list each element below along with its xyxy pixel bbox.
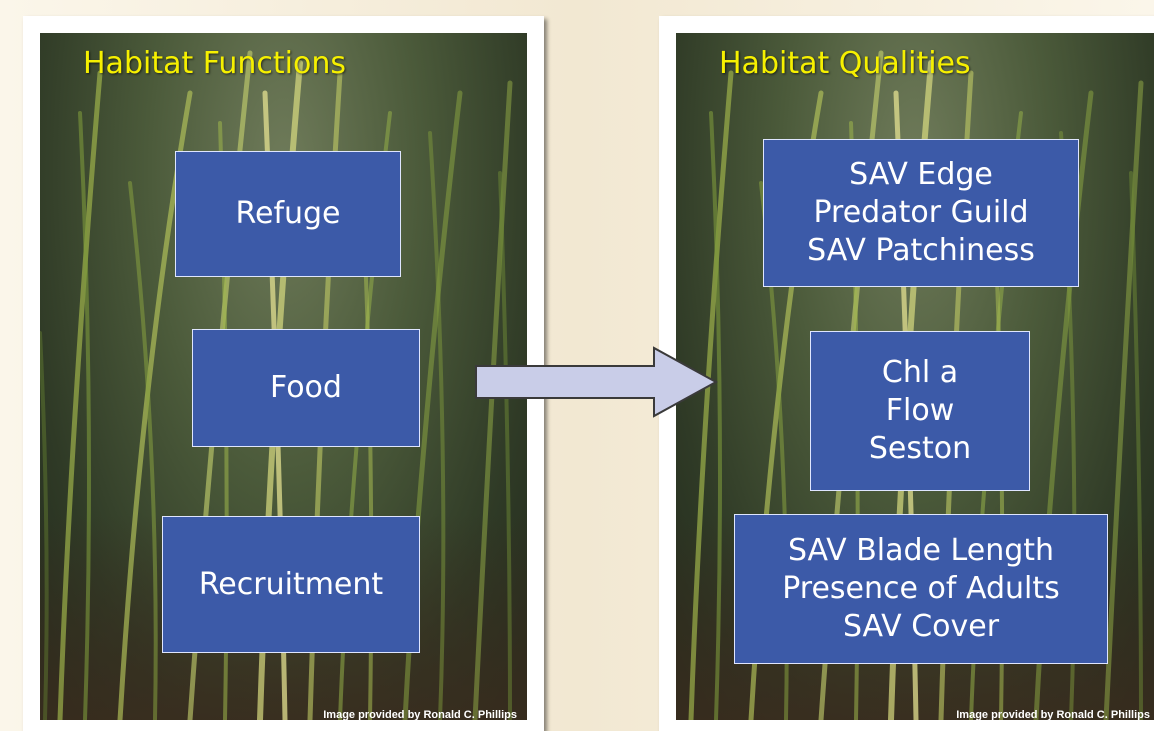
seston-line: Seston <box>868 431 972 466</box>
refuge-label: Refuge <box>235 196 341 231</box>
sav-blade-length-line: SAV Blade Length <box>787 533 1055 568</box>
presence-of-adults-line: Presence of Adults <box>782 571 1060 606</box>
arrow-shape <box>475 346 718 418</box>
photo-credit-right: Image provided by Ronald C. Phillips <box>956 709 1150 721</box>
habitat-functions-panel: Habitat Functions Refuge Food Recruitmen… <box>23 16 544 731</box>
recruitment-box: Recruitment <box>162 516 420 653</box>
photo-credit-left: Image provided by Ronald C. Phillips <box>323 709 517 721</box>
food-box: Food <box>192 329 420 447</box>
chl-a-line: Chl a <box>881 355 959 390</box>
sav-edge-line: SAV Edge <box>849 157 993 192</box>
refuge-box: Refuge <box>175 151 401 277</box>
predator-guild-line: Predator Guild <box>813 195 1029 230</box>
sav-cover-line: SAV Cover <box>842 609 1000 644</box>
chl-flow-seston-box: Chl a Flow Seston <box>810 331 1030 491</box>
food-label: Food <box>270 370 342 405</box>
right-arrow-connector <box>475 346 718 418</box>
recruitment-label: Recruitment <box>198 566 384 602</box>
habitat-qualities-title: Habitat Qualities <box>719 46 971 81</box>
flow-line: Flow <box>885 393 955 428</box>
sav-edge-box: SAV Edge Predator Guild SAV Patchiness <box>763 139 1079 287</box>
sav-blade-length-box: SAV Blade Length Presence of Adults SAV … <box>734 514 1108 664</box>
habitat-qualities-panel: Habitat Qualities SAV Edge Predator Guil… <box>659 16 1154 731</box>
sav-patchiness-line: SAV Patchiness <box>807 233 1035 268</box>
habitat-functions-title: Habitat Functions <box>83 46 346 81</box>
